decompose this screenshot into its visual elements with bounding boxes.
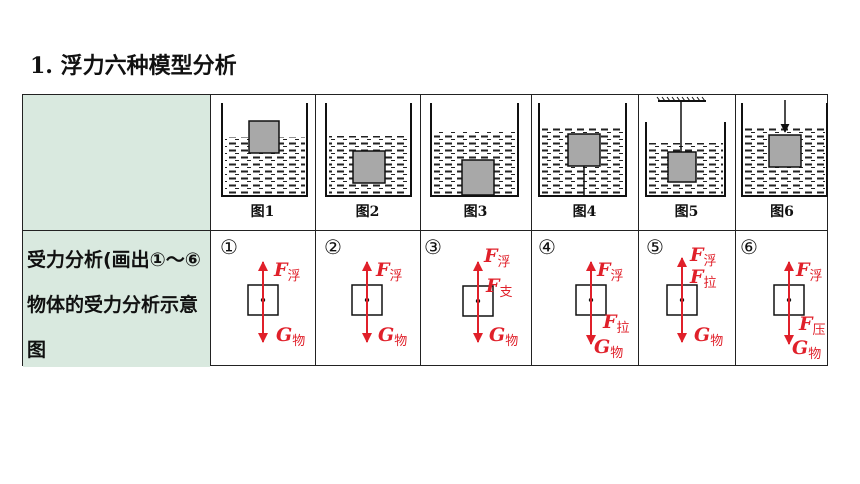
force-label-gravity-3: G物: [489, 324, 518, 349]
beaker-figure-5: [645, 96, 726, 197]
circled-number-5: ⑤: [646, 235, 664, 259]
force-diagram-2: F浮 G物: [351, 259, 407, 349]
block-6: [768, 134, 802, 168]
block-1: [248, 120, 280, 154]
force-label-gravity-4: G物: [594, 336, 623, 361]
figure-cell-6: 图6: [735, 95, 829, 230]
force-label-buoyant-3: F浮: [483, 245, 511, 270]
force-diagram-4: F浮 F拉 G物: [575, 259, 630, 361]
figure-cell-1: 图1: [210, 95, 315, 230]
force-label-buoyant-1: F浮: [273, 259, 301, 284]
force-diagram-3: F浮 F支 G物: [462, 245, 518, 349]
force-label-buoyant-6: F浮: [795, 259, 823, 284]
force-label-gravity-2: G物: [378, 324, 407, 349]
block-5: [667, 151, 697, 183]
circled-number-2: ②: [324, 235, 342, 259]
force-label-gravity-1: G物: [276, 324, 305, 349]
figure-cell-5: 图5: [638, 95, 735, 230]
figure-caption-4: 图4: [572, 204, 597, 220]
figure-caption-3: 图3: [463, 204, 488, 220]
force-label-tension-4: F拉: [602, 311, 630, 336]
force-label-gravity-6: G物: [792, 337, 821, 362]
force-label-gravity-5: G物: [694, 324, 723, 349]
force-diagram-5: F浮 F拉 G物: [666, 244, 723, 349]
beaker-figure-1: [221, 103, 308, 197]
force-label-buoyant-4: F浮: [596, 259, 624, 284]
header-blank-cell: [23, 95, 210, 230]
force-label-buoyant-5: F浮: [689, 244, 717, 269]
beaker-figure-4: [538, 103, 627, 197]
figure-cell-4: 图4: [531, 95, 638, 230]
block-2: [352, 150, 386, 184]
figure-cell-2: 图2: [315, 95, 420, 230]
block-3: [461, 159, 495, 196]
force-diagram-6: F浮 F压 G物: [773, 259, 826, 362]
force-label-tension-5: F拉: [689, 266, 717, 291]
figure-cell-3: 图3: [420, 95, 531, 230]
row-label-cell: 受力分析(画出①～⑥物体的受力分析示意图: [23, 230, 210, 367]
force-label-buoyant-2: F浮: [375, 259, 403, 284]
beaker-figure-3: [430, 103, 519, 197]
circled-number-6: ⑥: [740, 235, 758, 259]
circled-number-4: ④: [538, 235, 556, 259]
model-table: 受力分析(画出①～⑥物体的受力分析示意图 图1 图2 图3 图4 图5 图6: [22, 94, 829, 367]
figure-caption-2: 图2: [355, 204, 380, 220]
beaker-figure-2: [325, 103, 412, 197]
circled-number-1: ①: [220, 235, 238, 259]
row-label-text: 受力分析(画出①～⑥物体的受力分析示意图: [27, 249, 201, 361]
figure-caption-1: 图1: [250, 204, 275, 220]
block-4: [567, 133, 601, 167]
beaker-figure-6: [741, 100, 828, 197]
force-label-support-3: F支: [485, 275, 513, 300]
force-label-press-6: F压: [798, 313, 826, 338]
figure-caption-5: 图5: [674, 204, 699, 220]
page-title: 1. 浮力六种模型分析: [30, 53, 237, 79]
circled-number-3: ③: [424, 235, 442, 259]
figure-caption-6: 图6: [770, 204, 794, 220]
force-diagram-1: F浮 G物: [247, 259, 305, 349]
